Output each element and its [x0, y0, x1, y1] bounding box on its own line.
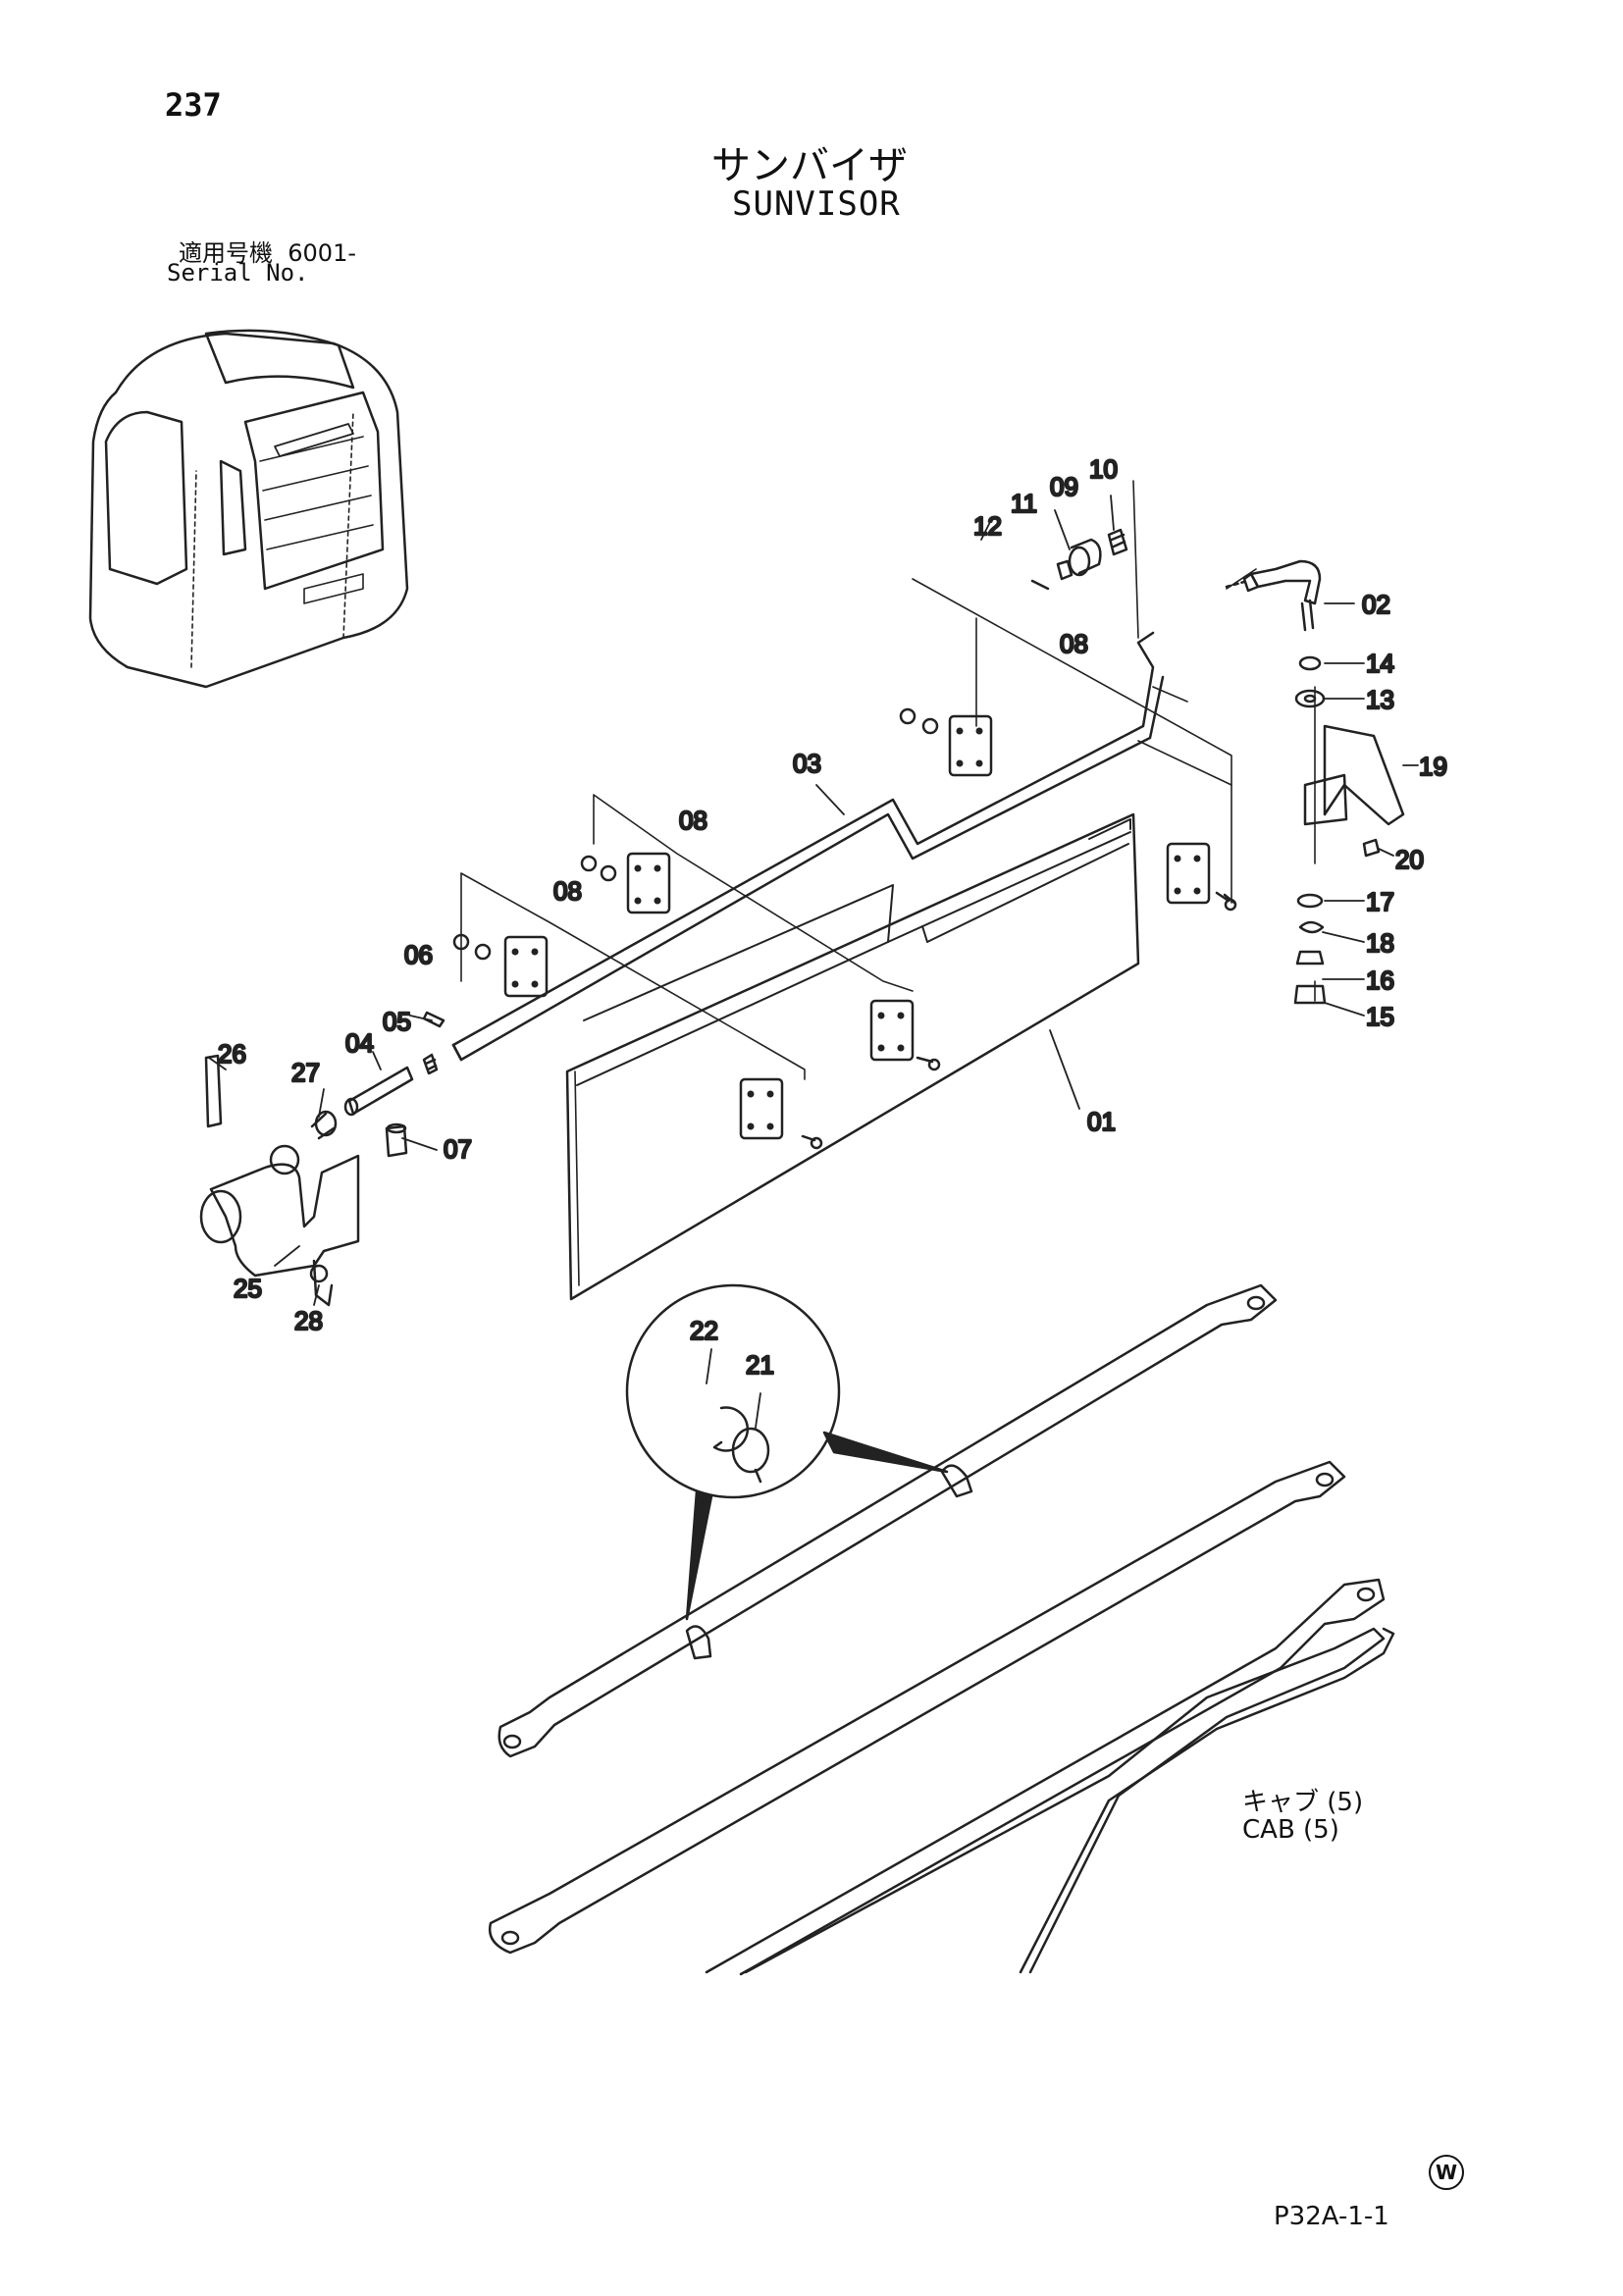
detail-circle	[625, 1283, 949, 1621]
callout-26: 26	[218, 1039, 246, 1069]
w-mark-icon: W	[1429, 2155, 1464, 2190]
serial-range: 6001-	[288, 239, 357, 267]
serial-label-japanese: 適用号機 6001-	[179, 234, 356, 268]
callout-18: 18	[1366, 928, 1394, 958]
page-number: 237	[165, 86, 222, 124]
callout-07: 07	[444, 1134, 472, 1164]
callout-27: 27	[291, 1058, 320, 1087]
sunvisor-board	[565, 812, 1140, 1301]
cab-frame-bars	[488, 1283, 1395, 1976]
callout-21: 21	[746, 1350, 774, 1380]
callout-22: 22	[690, 1316, 718, 1345]
callout-08-upper: 08	[1060, 629, 1088, 658]
callout-15: 15	[1366, 1002, 1394, 1031]
bracket-assembly	[1225, 559, 1405, 1005]
callout-03: 03	[793, 749, 821, 778]
callout-25: 25	[234, 1274, 262, 1303]
cab-thumbnail	[88, 329, 409, 689]
guide-rail	[451, 631, 1165, 1062]
callout-28: 28	[294, 1306, 323, 1335]
callout-leaders	[208, 495, 1419, 1429]
callout-17: 17	[1366, 887, 1394, 916]
callout-11: 11	[1011, 489, 1037, 518]
callout-10: 10	[1089, 454, 1118, 484]
part-labels: 01 02 03 04 05 06 07 08 08 08 09 10 11 1…	[217, 453, 1448, 1382]
callout-06: 06	[404, 940, 433, 969]
serial-label-english: Serial No.	[167, 259, 309, 287]
callout-13: 13	[1366, 685, 1394, 714]
assembly-label-english: CAB (5)	[1242, 1815, 1339, 1845]
callout-05: 05	[383, 1007, 411, 1036]
callout-14: 14	[1366, 649, 1394, 678]
callout-16: 16	[1366, 965, 1394, 995]
serial-ja-label: 適用号機	[179, 239, 273, 267]
callout-08-middle: 08	[679, 806, 707, 835]
assembly-label-japanese: キャブ (5)	[1242, 1788, 1364, 1817]
callout-20: 20	[1395, 845, 1424, 874]
hinge-plates	[503, 714, 1211, 1140]
fasteners	[452, 707, 1237, 1150]
callout-12: 12	[973, 511, 1002, 541]
pivot-assembly	[199, 1011, 463, 1307]
callout-09: 09	[1050, 472, 1078, 501]
callout-19: 19	[1419, 752, 1447, 781]
callout-08-lower: 08	[553, 876, 582, 906]
title-japanese: サンバイザ	[711, 143, 908, 188]
title-english: SUNVISOR	[732, 184, 901, 224]
leader-lines	[460, 480, 1316, 1080]
callout-02: 02	[1362, 590, 1390, 619]
callout-04: 04	[345, 1028, 374, 1058]
figure-code: P32A-1-1	[1274, 2202, 1389, 2231]
spring-bushing-set	[1030, 528, 1128, 591]
callout-01: 01	[1087, 1107, 1116, 1136]
